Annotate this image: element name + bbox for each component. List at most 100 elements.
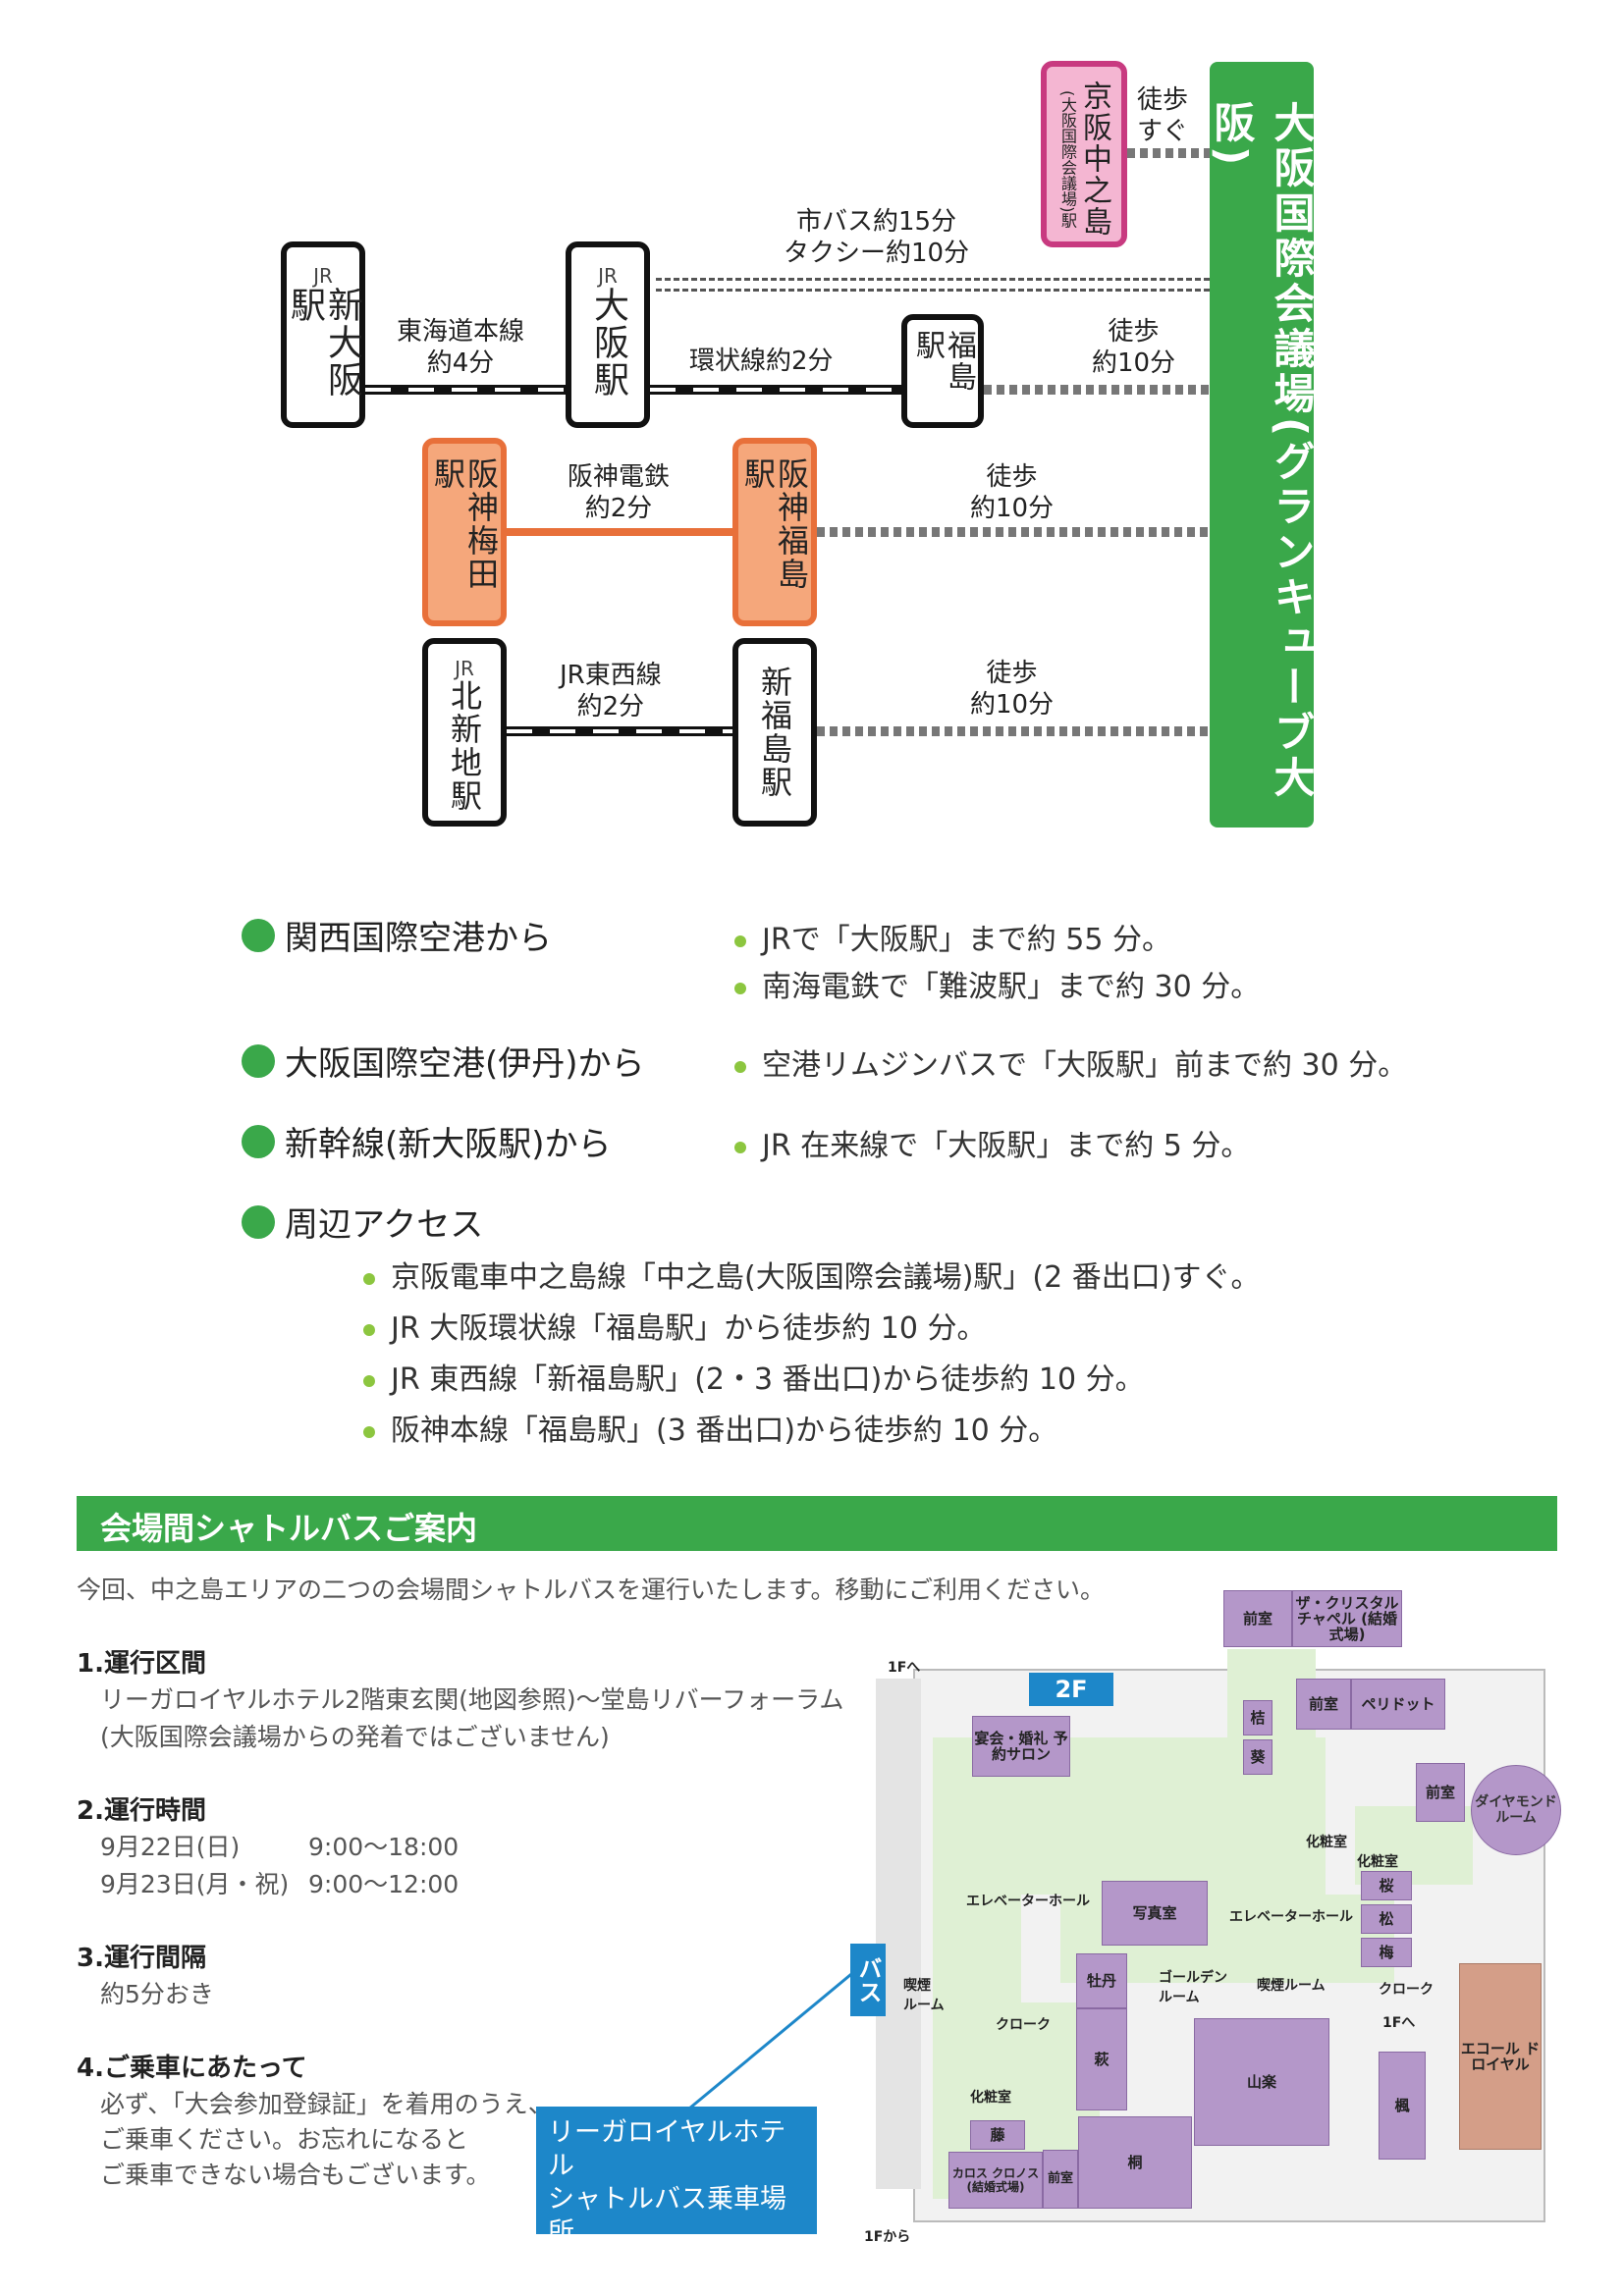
section-title: 新幹線(新大阪駅)から bbox=[285, 1125, 612, 1164]
item-text: 阪神本線「福島駅」(3 番出口)から徒歩約 10 分。 bbox=[391, 1414, 1058, 1448]
walk-text: 徒歩 bbox=[986, 659, 1038, 688]
floor-map: 2F バス 1Fへ 1Fから 前室 ザ・クリスタル チャペル (結婚式場) 前室… bbox=[844, 1590, 1571, 2248]
section-2-title: 2.運行時間 bbox=[77, 1796, 206, 1826]
callout-line: シャトルバス乗車場所 bbox=[548, 2184, 786, 2248]
room-peridot: ペリドット bbox=[1351, 1679, 1445, 1730]
access-kansai-item-1: JRで「大阪駅」まで約 55 分。 bbox=[734, 915, 1171, 958]
access-nearby-item-4: 阪神本線「福島駅」(3 番出口)から徒歩約 10 分。 bbox=[363, 1406, 1057, 1449]
schedule-date-2: 9月23日(月・祝) bbox=[100, 1870, 290, 1898]
cloak-label-1: クローク bbox=[996, 2017, 1051, 2033]
bullet-icon bbox=[242, 1043, 275, 1078]
room-sakura: 桜 bbox=[1361, 1871, 1412, 1900]
bullet-icon bbox=[363, 1323, 375, 1336]
section-title: 関西国際空港から bbox=[285, 919, 552, 958]
golden-room-label: ゴールデン ルーム bbox=[1159, 1970, 1227, 2005]
line-name: 東海道本線 bbox=[397, 317, 525, 347]
room-maemuro-4: 前室 bbox=[1043, 2150, 1078, 2209]
room-diamond: ダイヤモンド ルーム bbox=[1471, 1765, 1561, 1855]
access-shinkansen-title: 新幹線(新大阪駅)から bbox=[242, 1117, 612, 1165]
station-name: 新大阪駅 bbox=[285, 287, 362, 399]
loop-line bbox=[650, 385, 903, 395]
tokaido-label: 東海道本線 約4分 bbox=[397, 316, 524, 379]
walk-shinfukushima-label: 徒歩 約10分 bbox=[970, 658, 1054, 721]
walk-text: 徒歩 bbox=[1108, 317, 1160, 347]
section-4-line-2: ご乗車ください。お忘れになると bbox=[100, 2125, 469, 2154]
jr-label: JR bbox=[598, 264, 618, 288]
line-name: 阪神電鉄 bbox=[568, 462, 671, 492]
bullet-icon bbox=[734, 934, 746, 947]
item-text: JR 在来線で「大阪駅」まで約 5 分。 bbox=[762, 1129, 1251, 1163]
section-title: 大阪国際空港(伊丹)から bbox=[285, 1044, 645, 1084]
elevator-hall-label-1: エレベーターホール bbox=[966, 1894, 1090, 1909]
jr-label: JR bbox=[313, 264, 333, 288]
access-nearby-title: 周辺アクセス bbox=[242, 1198, 483, 1246]
bus-text: 市バス約15分 bbox=[796, 207, 957, 237]
left-wall bbox=[876, 1679, 921, 2189]
walk-fukushima-label: 徒歩 約10分 bbox=[1092, 316, 1175, 379]
room-botan: 牡丹 bbox=[1076, 1953, 1127, 2008]
access-shinkansen-item-1: JR 在来線で「大阪駅」まで約 5 分。 bbox=[734, 1121, 1250, 1164]
station-fukushima: 福島駅 bbox=[901, 314, 984, 428]
smoking-room-label-2: 喫煙ルーム bbox=[1257, 1978, 1326, 1994]
bullet-icon bbox=[242, 918, 275, 952]
item-text: 空港リムジンバスで「大阪駅」前まで約 30 分。 bbox=[762, 1048, 1408, 1083]
station-name: 福島駅 bbox=[910, 330, 976, 393]
room-kiri: 桐 bbox=[1078, 2116, 1192, 2209]
room-fuji: 藤 bbox=[970, 2120, 1025, 2150]
walk-time: 約10分 bbox=[1092, 348, 1176, 378]
room-kikyo: 桔 bbox=[1243, 1700, 1272, 1735]
room-ume: 梅 bbox=[1361, 1938, 1412, 1967]
restroom-label-1: 化粧室 bbox=[1306, 1835, 1347, 1850]
room-maemuro-1: 前室 bbox=[1223, 1590, 1292, 1647]
station-hanshin-fukushima: 阪神福島駅 bbox=[732, 438, 817, 626]
line-time: 約2分 bbox=[576, 692, 645, 721]
tokaido-line bbox=[365, 385, 569, 395]
venue-bar: 大阪国際会議場(グランキューブ大阪) bbox=[1208, 62, 1316, 828]
shuttle-banner: 会場間シャトルバスご案内 bbox=[77, 1496, 1557, 1551]
room-kei: 楓 bbox=[1379, 2052, 1426, 2160]
room-yamato: 山楽 bbox=[1194, 2018, 1329, 2146]
walk-text: 徒歩 bbox=[986, 462, 1038, 492]
section-title: 周辺アクセス bbox=[285, 1205, 484, 1245]
restroom-label-2: 化粧室 bbox=[1357, 1854, 1398, 1870]
bullet-icon bbox=[734, 1141, 746, 1153]
station-jr-kitashinchi: JR 北新地駅 bbox=[422, 638, 507, 827]
taxi-text: タクシー約10分 bbox=[784, 239, 970, 268]
room-banquet-salon: 宴会・婚礼 予約サロン bbox=[972, 1716, 1070, 1777]
station-keihan-nakanoshima: (大阪国際会議場)駅 京阪中之島 bbox=[1041, 61, 1127, 247]
station-hanshin-umeda: 阪神梅田駅 bbox=[422, 438, 507, 626]
access-kansai-title: 関西国際空港から bbox=[242, 911, 552, 959]
section-3-title: 3.運行間隔 bbox=[77, 1944, 206, 1973]
tozai-label: JR東西線 約2分 bbox=[560, 660, 662, 722]
station-name: 阪神梅田駅 bbox=[429, 457, 500, 591]
room-aoi: 葵 bbox=[1243, 1739, 1272, 1775]
jr-label: JR bbox=[455, 657, 474, 680]
bullet-icon bbox=[734, 982, 746, 994]
item-text: JR 東西線「新福島駅」(2・3 番出口)から徒歩約 10 分。 bbox=[391, 1362, 1145, 1397]
room-crystal-chapel: ザ・クリスタル チャペル (結婚式場) bbox=[1292, 1590, 1402, 1647]
schedule-time-1: 9:00〜18:00 bbox=[308, 1833, 460, 1861]
loop-label: 環状線約2分 bbox=[689, 346, 834, 377]
station-name: 阪神福島駅 bbox=[739, 457, 810, 591]
bullet-icon bbox=[734, 1060, 746, 1073]
bullet-icon bbox=[242, 1204, 275, 1239]
cloak-label-2: クローク bbox=[1379, 1982, 1434, 1998]
station-name: 大阪駅 bbox=[588, 287, 628, 399]
up-1f-label: 1Fへ bbox=[888, 1660, 921, 1676]
room-maemuro-3: 前室 bbox=[1416, 1763, 1465, 1822]
room-photo: 写真室 bbox=[1102, 1881, 1208, 1946]
section-1-title: 1.運行区間 bbox=[77, 1649, 206, 1679]
room-maemuro-2: 前室 bbox=[1296, 1679, 1351, 1730]
section-1-line-1: リーガロイヤルホテル2階東玄関(地図参照)〜堂島リバーフォーラム bbox=[100, 1685, 844, 1714]
bullet-icon bbox=[363, 1272, 375, 1285]
room-matsu: 松 bbox=[1361, 1904, 1412, 1934]
hanshin-label: 阪神電鉄 約2分 bbox=[568, 461, 670, 524]
walk-time: 約10分 bbox=[970, 494, 1055, 523]
callout-leader-line bbox=[688, 1963, 863, 2110]
section-4-line-3: ご乗車できない場合もございます。 bbox=[100, 2161, 491, 2189]
access-kansai-item-2: 南海電鉄で「難波駅」まで約 30 分。 bbox=[734, 962, 1260, 1005]
walk-text: 徒歩 bbox=[1137, 85, 1189, 115]
station-name: 京阪中之島 bbox=[1077, 80, 1111, 238]
bullet-icon bbox=[363, 1425, 375, 1438]
item-text: 京阪電車中之島線「中之島(大阪国際会議場)駅」(2 番出口)すぐ。 bbox=[391, 1260, 1261, 1295]
